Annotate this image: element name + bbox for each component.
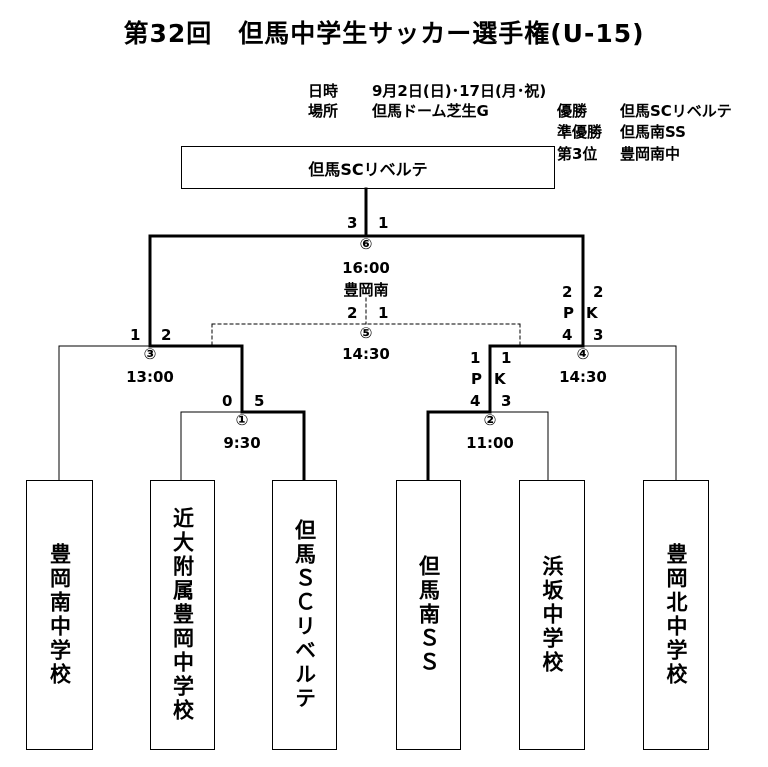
third-place-label: 第3位: [557, 145, 598, 163]
m6-number: ⑥: [359, 235, 373, 253]
place-label: 場所: [308, 102, 339, 120]
runner-up-value: 但馬南SS: [620, 123, 686, 141]
m3-number: ③: [143, 345, 157, 363]
team-box-5: 浜坂中学校: [519, 480, 585, 750]
team-name-6: 豊岡北中学校: [664, 543, 688, 687]
team-box-4: 但馬南ＳＳ: [396, 480, 461, 750]
m6-score-right: 1: [378, 214, 389, 232]
m1-score-left: 0: [222, 392, 233, 410]
m1-score-right: 5: [254, 392, 265, 410]
m4-pk-right: K: [586, 304, 598, 322]
team-box-1: 豊岡南中学校: [26, 480, 93, 750]
third-place-value: 豊岡南中: [620, 145, 681, 163]
m4-pk-score-left: 4: [562, 326, 573, 344]
m3-score-right: 2: [161, 326, 172, 344]
m6-time: 16:00: [342, 259, 390, 277]
winner-value: 但馬SCリベルテ: [620, 102, 732, 120]
m4-pk-score-right: 3: [593, 326, 604, 344]
page-title: 第32回 但馬中学生サッカー選手権(U-15): [123, 19, 645, 48]
m5-score-right: 1: [378, 304, 389, 322]
team-box-2: 近大附属豊岡中学校: [150, 480, 215, 750]
m2-pk-right: K: [494, 370, 506, 388]
m6-score-left: 3: [347, 214, 358, 232]
m4-number: ④: [576, 345, 590, 363]
runner-up-label: 準優勝: [557, 123, 603, 141]
team-box-6: 豊岡北中学校: [643, 480, 709, 750]
m4-score-left: 2: [562, 283, 573, 301]
winner-label: 優勝: [557, 102, 588, 120]
team-name-3: 但馬ＳＣリベルテ: [292, 519, 317, 711]
m2-score-right: 1: [501, 349, 512, 367]
m2-time: 11:00: [466, 434, 514, 452]
m5-number: ⑤: [359, 324, 373, 342]
m2-pk-score-right: 3: [501, 392, 512, 410]
champion-name: 但馬SCリベルテ: [308, 159, 428, 179]
date-value: 9月2日(日)･17日(月･祝): [372, 82, 547, 100]
m3-time: 13:00: [126, 368, 174, 386]
m2-score-left: 1: [470, 349, 481, 367]
date-label: 日時: [308, 82, 339, 100]
team-box-3: 但馬ＳＣリベルテ: [272, 480, 337, 750]
team-name-5: 浜坂中学校: [540, 555, 564, 675]
team-name-1: 豊岡南中学校: [47, 543, 72, 687]
m5-score-left: 2: [347, 304, 358, 322]
m1-number: ①: [235, 411, 249, 429]
team-name-4: 但馬南ＳＳ: [416, 555, 441, 675]
m5-time: 14:30: [342, 345, 390, 363]
m1-time: 9:30: [223, 434, 261, 452]
m6-venue: 豊岡南: [343, 281, 389, 299]
m3-score-left: 1: [130, 326, 141, 344]
m4-score-right: 2: [593, 283, 604, 301]
place-value: 但馬ドーム芝生G: [372, 102, 489, 120]
team-name-2: 近大附属豊岡中学校: [170, 507, 195, 723]
m2-number: ②: [483, 411, 497, 429]
m2-pk-left: P: [471, 370, 482, 388]
m2-pk-score-left: 4: [470, 392, 481, 410]
m4-pk-left: P: [563, 304, 574, 322]
champion-box: 但馬SCリベルテ: [181, 146, 555, 189]
m4-time: 14:30: [559, 368, 607, 386]
